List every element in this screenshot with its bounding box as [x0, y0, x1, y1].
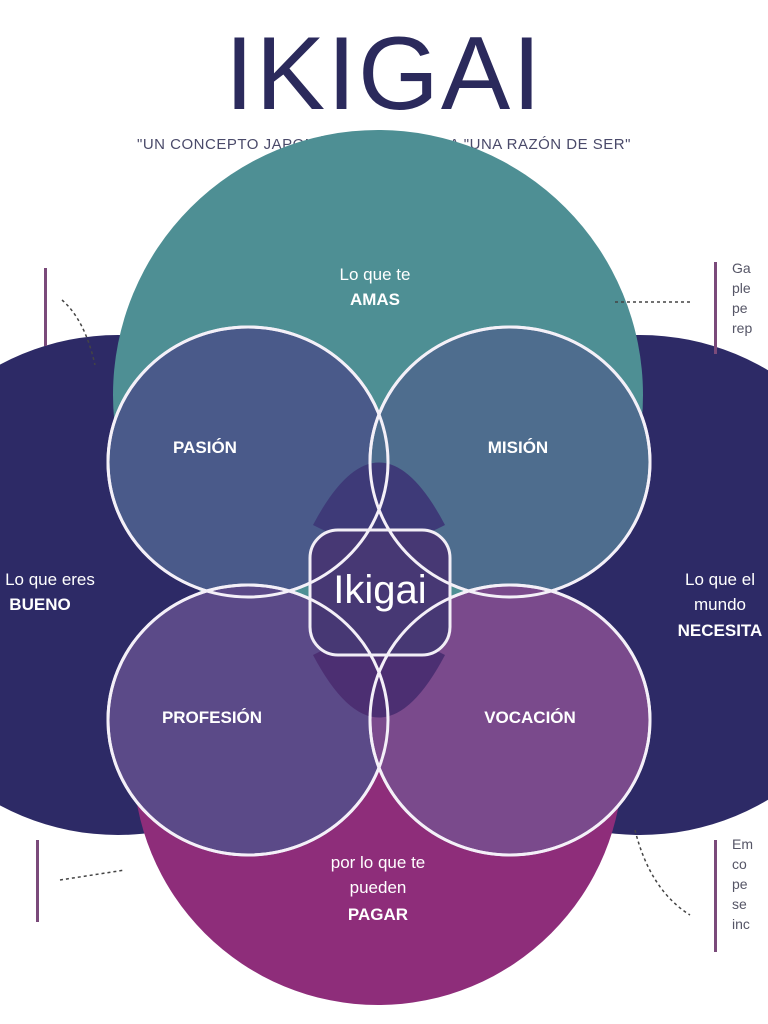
petal-outlines — [106, 325, 652, 857]
annotation-connectors — [59, 299, 691, 916]
page-title: IKIGAI — [224, 16, 544, 132]
love-line1: Lo que te — [340, 265, 411, 284]
right-bottom-note-bar — [714, 840, 717, 952]
center-lens-top — [313, 462, 445, 543]
good-at-line2: BUENO — [9, 595, 70, 614]
label-passion: PASIÓN — [173, 438, 237, 457]
right-top-note-bar — [714, 262, 717, 354]
label-mission: MISIÓN — [488, 438, 548, 457]
right-top-note: Ga ple pe rep — [732, 260, 753, 336]
paid-line1: por lo que te — [331, 853, 426, 872]
needs-line2: mundo — [694, 595, 746, 614]
paid-line3: PAGAR — [348, 905, 408, 924]
needs-line1: Lo que el — [685, 570, 755, 589]
good-at-line1: Lo que eres — [5, 570, 95, 589]
paid-line2: pueden — [350, 878, 407, 897]
center-lens-bottom — [313, 637, 445, 718]
label-vocation: VOCACIÓN — [484, 708, 576, 727]
label-profession: PROFESIÓN — [162, 708, 262, 727]
needs-line3: NECESITA — [678, 621, 763, 640]
right-bottom-note: Em co pe se inc — [732, 836, 753, 932]
left-bottom-note-bar — [36, 840, 39, 922]
label-ikigai-center: Ikigai — [333, 568, 426, 612]
love-line2: AMAS — [350, 290, 400, 309]
left-top-note-bar — [44, 268, 47, 346]
